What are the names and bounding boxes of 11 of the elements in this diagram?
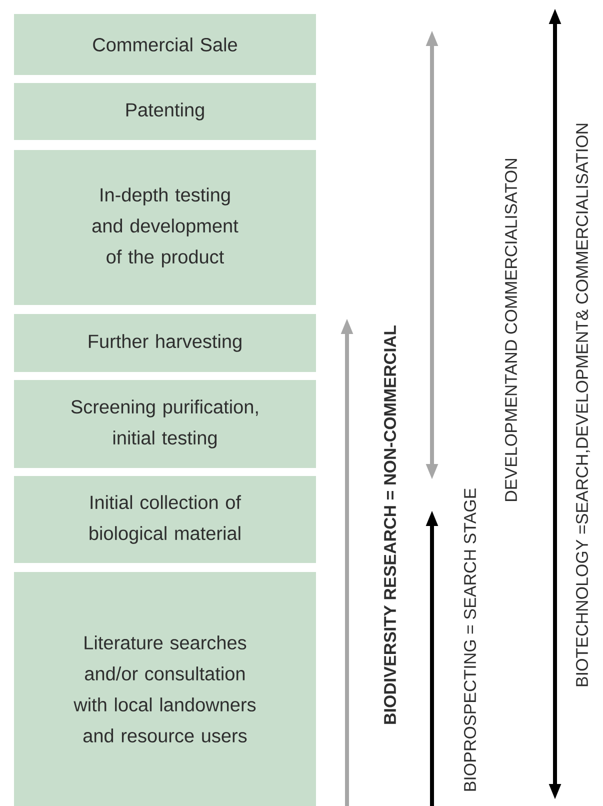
- step-box: Commercial Sale: [14, 14, 316, 75]
- range-label: DEVELOPMENTAND COMMERCIALISATON: [504, 159, 518, 501]
- step-box: Initial collection of biological material: [14, 476, 316, 563]
- range-label: BIOPROSPECTING = SEARCH STAGE: [464, 488, 476, 791]
- step-box: Further harvesting: [14, 314, 316, 372]
- range-label: BIODIVERSITY RESEARCH = NON-COMMERCIAL: [384, 326, 396, 724]
- step-box: In-depth testing and development of the product: [14, 150, 316, 305]
- step-box: Screening purification, initial testing: [14, 380, 316, 468]
- step-box: Patenting: [14, 83, 316, 140]
- range-label: BIOTECHNOLOGY =SEARCH,DEVELOPMENT& COMMERCIALISATION: [576, 124, 590, 686]
- step-box: Literature searches and/or consultation with local landowners and resource users: [14, 572, 316, 806]
